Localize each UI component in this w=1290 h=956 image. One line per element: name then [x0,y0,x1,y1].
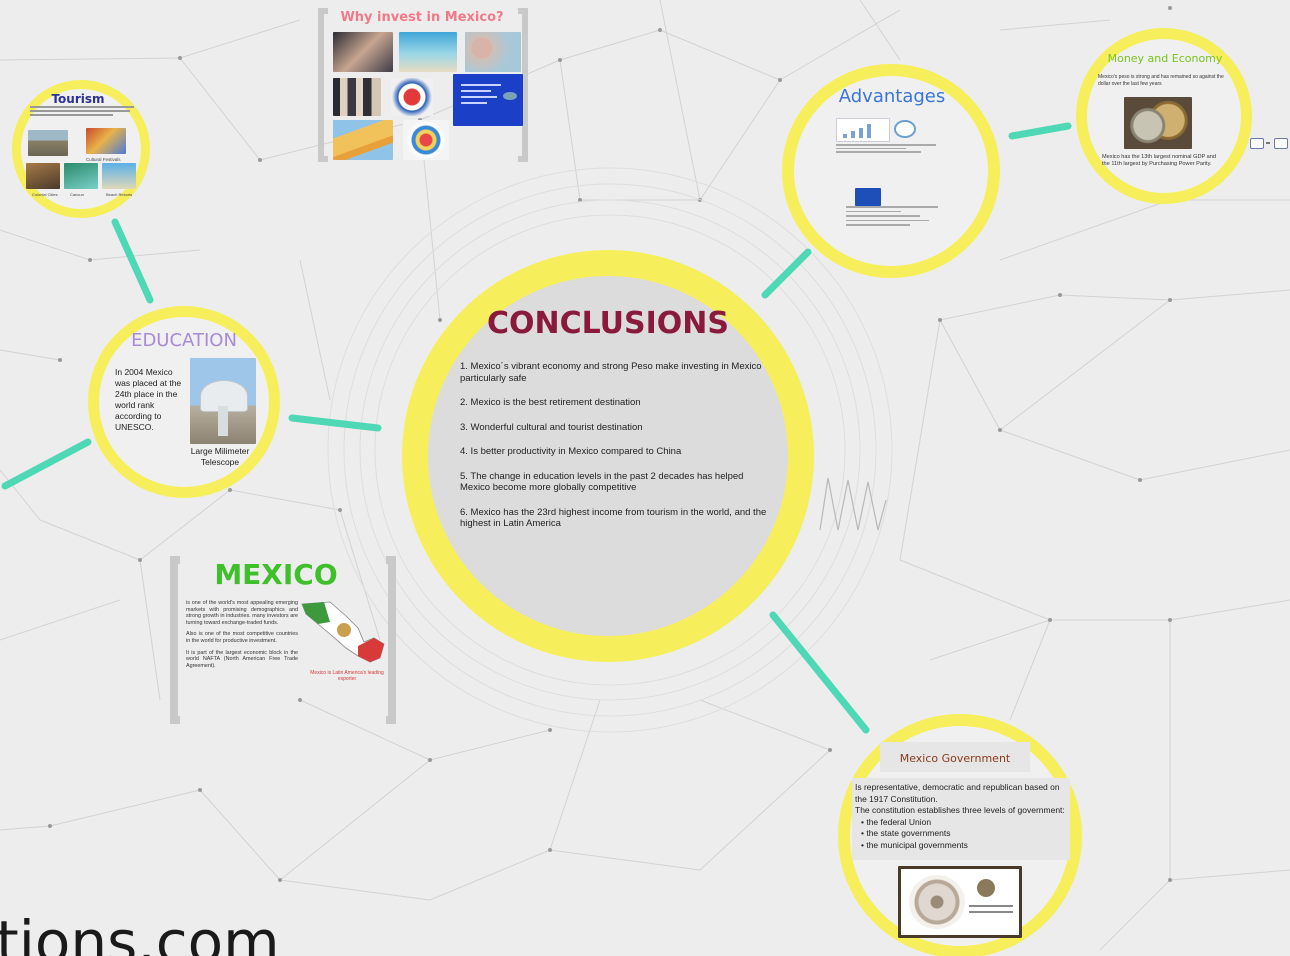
mexico-bracket-right [386,556,396,724]
advantages-text-1 [836,144,936,153]
tourism-text [30,106,134,118]
advantages-text-2 [846,206,938,226]
advantages-logo-thumb [894,120,916,138]
mexico-paragraph-2: Also is one of the most competitive coun… [186,631,298,644]
photo-beach [399,32,457,72]
mexico-text: is one of the world's most appealing eme… [186,600,298,669]
advantages-chart-thumb [836,118,890,142]
mexico-bracket-left [170,556,180,724]
photo-globe-flags [403,120,449,160]
mexico-map-caption: Mexico is Latin America's leading export… [310,670,384,682]
tourism-caption-festivals: Cultural Festivals [86,157,121,162]
tourism-photo-colonial [26,163,60,189]
government-text-box [852,778,1070,860]
photo-coins [465,32,521,72]
government-title: Mexico Government [899,752,1011,765]
photo-flags [391,78,433,116]
money-text-top: Mexico's peso is strong and has remained… [1098,74,1224,87]
watermark-text: tions.com [0,908,280,956]
education-text: In 2004 Mexico was placed at the 24th pl… [115,367,182,432]
tourism-caption-cancun: Cancun [70,192,84,197]
tourism-photo-ruins [28,130,68,156]
advantages-title: Advantages [838,86,946,107]
money-title: Money and Economy [1107,52,1223,65]
conclusion-item-1: 1. Mexico´s vibrant economy and strong P… [460,361,762,384]
conclusion-item-6: 6. Mexico has the 23rd highest income fr… [460,506,767,530]
government-levels: The constitution establishes three level… [855,805,1065,815]
government-intro: Is representative, democratic and republ… [855,782,1060,804]
government-item-federal: • the federal Union [861,816,932,827]
advantages-flag-thumb [855,188,881,206]
conclusion-item-2: 2. Mexico is the best retirement destina… [460,397,641,408]
conclusion-item-5: 5. The change in education levels in the… [460,470,744,494]
government-title-box [880,742,1030,772]
mexico-paragraph-1: is one of the world's most appealing eme… [186,600,298,626]
why-invest-photo-grid[interactable] [333,32,525,162]
conclusions-title: CONCLUSIONS [486,306,730,341]
telescope-icon [190,358,256,444]
why-invest-title[interactable]: Why invest in Mexico? [340,10,504,25]
tourism-photo-cancun [64,163,98,189]
government-item-state: • the state governments [861,828,951,838]
mexico-paragraph-3: It is part of the largest economic block… [186,649,298,669]
conclusion-item-4: 4. Is better productivity in Mexico comp… [460,446,682,457]
tourism-title: Tourism [51,92,105,106]
photo-chart-slide [453,74,523,126]
why-invest-bracket-right [518,8,528,162]
government-text: Is representative, democratic and republ… [855,782,1067,851]
photo-business-people [333,78,381,116]
tourism-caption-colonial: Colonial Cities [32,192,58,197]
mexico-map-icon [301,601,385,663]
coat-of-arms-icon [898,866,1022,938]
ellipsis-icon[interactable] [1250,136,1290,149]
tourism-photo-beach [102,163,136,189]
advantages-ring[interactable] [782,64,1000,278]
tourism-photo-festival [86,128,126,154]
education-caption: Large Milimeter Telescope [190,446,250,467]
coins-icon [1124,97,1192,149]
photo-map [333,120,393,160]
government-item-municipal: • the municipal governments [861,839,968,850]
conclusions-list: 1. Mexico´s vibrant economy and strong P… [460,361,770,543]
money-text-bottom: Mexico has the 13th largest nominal GDP … [1102,154,1217,167]
photo-handshake [333,32,393,72]
conclusion-item-3: 3. Wonderful cultural and tourist destin… [460,421,643,433]
mexico-title: MEXICO [214,558,338,591]
tourism-caption-beach: Beach Resorts [106,192,133,197]
why-invest-bracket-left [318,8,328,162]
education-title: EDUCATION [131,330,237,351]
